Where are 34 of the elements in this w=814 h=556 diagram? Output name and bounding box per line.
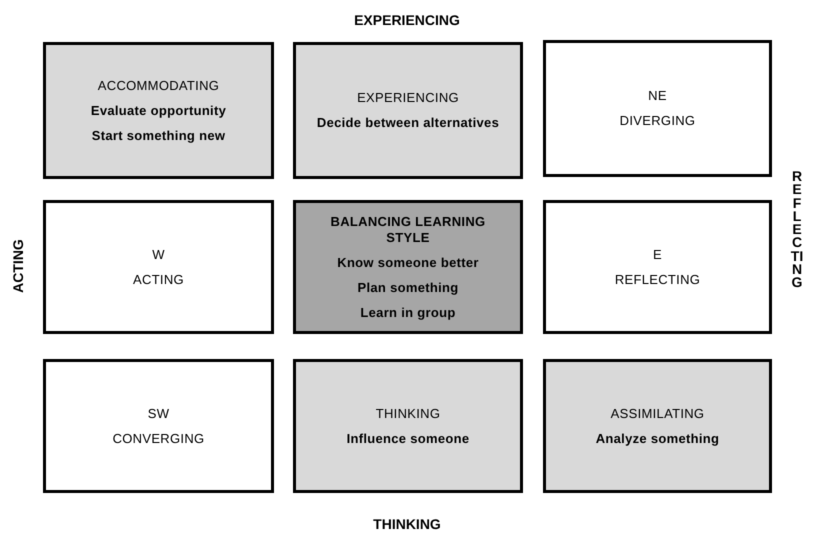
box-item: Learn in group (360, 304, 456, 320)
box-item: Start something new (92, 128, 226, 144)
box-item: CONVERGING (112, 430, 204, 446)
box-heading: BALANCING LEARNING STYLE (330, 214, 486, 246)
box-heading: E (653, 246, 662, 262)
quadrant-box (543, 359, 772, 493)
quadrant-box (543, 40, 772, 177)
quadrant-box (543, 200, 772, 334)
box-heading: EXPERIENCING (357, 90, 459, 106)
box-heading: SW (148, 406, 170, 422)
box-item: Plan something (358, 280, 458, 296)
box-heading: THINKING (376, 406, 440, 422)
box-heading: NE (648, 88, 667, 104)
axis-label: ACTING (10, 239, 26, 293)
quadrant-box (293, 42, 523, 179)
quadrant-box (43, 359, 274, 493)
box-heading: ACCOMMODATING (98, 78, 220, 94)
box-item: Decide between alternatives (316, 115, 500, 131)
quadrant-box (293, 359, 523, 493)
box-heading: ASSIMILATING (610, 406, 704, 422)
box-item: Evaluate opportunity (90, 102, 226, 118)
quadrant-box (43, 42, 274, 179)
box-item: ACTING (133, 272, 184, 288)
box-item: REFLECTING (614, 272, 700, 288)
axis-label: EXPERIENCING (353, 12, 461, 28)
axis-label: REFLECTING (790, 170, 804, 290)
box-item: Know someone better (337, 254, 479, 270)
quadrant-box (43, 200, 274, 334)
quadrant-box (293, 200, 523, 334)
box-item: Influence someone (346, 430, 470, 446)
box-item: DIVERGING (620, 113, 696, 129)
box-heading: W (152, 246, 165, 262)
box-item: Analyze something (596, 430, 720, 446)
axis-label: THINKING (372, 516, 442, 532)
